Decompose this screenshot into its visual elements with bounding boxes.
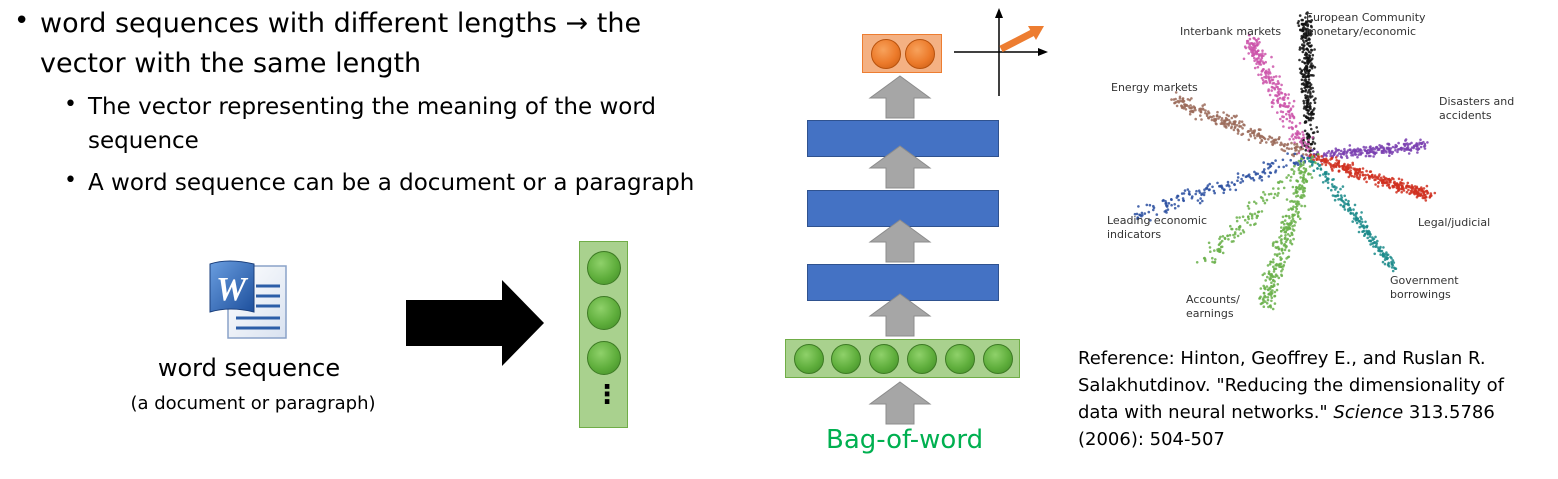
vector-element [587, 251, 621, 285]
vector-element [587, 296, 621, 330]
label-disasters-line2: accidents [1439, 109, 1492, 122]
sub-bullet-1-line2: sequence [88, 128, 199, 154]
vector-ellipsis: ⋮ [594, 380, 620, 410]
word-icon-letter: W [216, 271, 249, 308]
word-sequence-subcaption: (a document or paragraph) [130, 393, 376, 414]
document-embedding-scatter [1133, 11, 1437, 311]
input-neuron [794, 344, 824, 374]
code-layer [862, 34, 942, 73]
sub-bullet-2: A word sequence can be a document or a p… [88, 170, 695, 196]
sub-bullet-dot: • [64, 168, 77, 193]
reference-line4: (2006): 504-507 [1078, 429, 1225, 450]
code-neuron [905, 39, 935, 69]
up-arrow [868, 293, 932, 337]
input-neuron [831, 344, 861, 374]
up-arrow [868, 145, 932, 189]
reference-line1: Reference: Hinton, Geoffrey E., and Rusl… [1078, 348, 1486, 369]
label-government: Government borrowings [1390, 274, 1459, 302]
bag-of-word-label: Bag-of-word [826, 425, 984, 455]
up-arrow [868, 381, 932, 425]
label-leading: Leading economic indicators [1107, 214, 1207, 242]
label-disasters-line1: Disasters and [1439, 95, 1515, 108]
right-arrow [406, 280, 544, 366]
label-disasters: Disasters and accidents [1439, 95, 1514, 123]
input-neuron [869, 344, 899, 374]
label-leading-line2: indicators [1107, 228, 1162, 241]
sub-bullet-1-line1: The vector representing the meaning of t… [88, 94, 656, 120]
main-bullet-line2: vector with the same length [40, 48, 422, 79]
label-leading-line1: Leading economic [1107, 214, 1207, 227]
word-sequence-caption: word sequence [157, 354, 341, 382]
label-legal: Legal/judicial [1418, 216, 1491, 229]
reference-line3: data with neural networks." Science 313.… [1078, 399, 1548, 426]
input-neuron [945, 344, 975, 374]
label-european-line2: monetary/economic [1306, 25, 1417, 38]
label-government-line2: borrowings [1390, 288, 1451, 301]
sub-bullet-dot: • [64, 92, 77, 117]
reference-volume: 313.5786 [1403, 402, 1495, 423]
reference-line2: Salakhutdinov. "Reducing the dimensional… [1078, 375, 1504, 396]
code-neuron [871, 39, 901, 69]
up-arrow [868, 219, 932, 263]
label-government-line1: Government [1390, 274, 1459, 287]
reference-line3-text: data with neural networks." [1078, 402, 1334, 423]
up-arrow [868, 75, 932, 119]
label-accounts-line2: earnings [1186, 307, 1234, 320]
label-european-line1: European Community [1306, 11, 1426, 24]
label-interbank: Interbank markets [1180, 25, 1282, 38]
input-neuron [983, 344, 1013, 374]
input-neuron [907, 344, 937, 374]
reference-citation: Reference: Hinton, Geoffrey E., and Rusl… [1078, 345, 1548, 453]
label-energy: Energy markets [1111, 81, 1198, 94]
word-document-icon: W [206, 256, 292, 342]
main-bullet-line1: word sequences with different lengths → … [40, 8, 642, 39]
reference-journal: Science [1333, 402, 1404, 423]
input-layer [785, 339, 1020, 378]
label-accounts: Accounts/ earnings [1186, 293, 1240, 321]
main-bullet: word sequences with different lengths → … [40, 4, 760, 84]
label-european: European Community monetary/economic [1306, 11, 1426, 39]
code-space-axes [954, 8, 1048, 96]
vector-element [587, 341, 621, 375]
label-accounts-line1: Accounts/ [1186, 293, 1240, 306]
semantic-vector: ⋮ [579, 241, 628, 428]
bullet-dot: • [14, 6, 30, 36]
sub-bullet-1: The vector representing the meaning of t… [88, 90, 768, 158]
